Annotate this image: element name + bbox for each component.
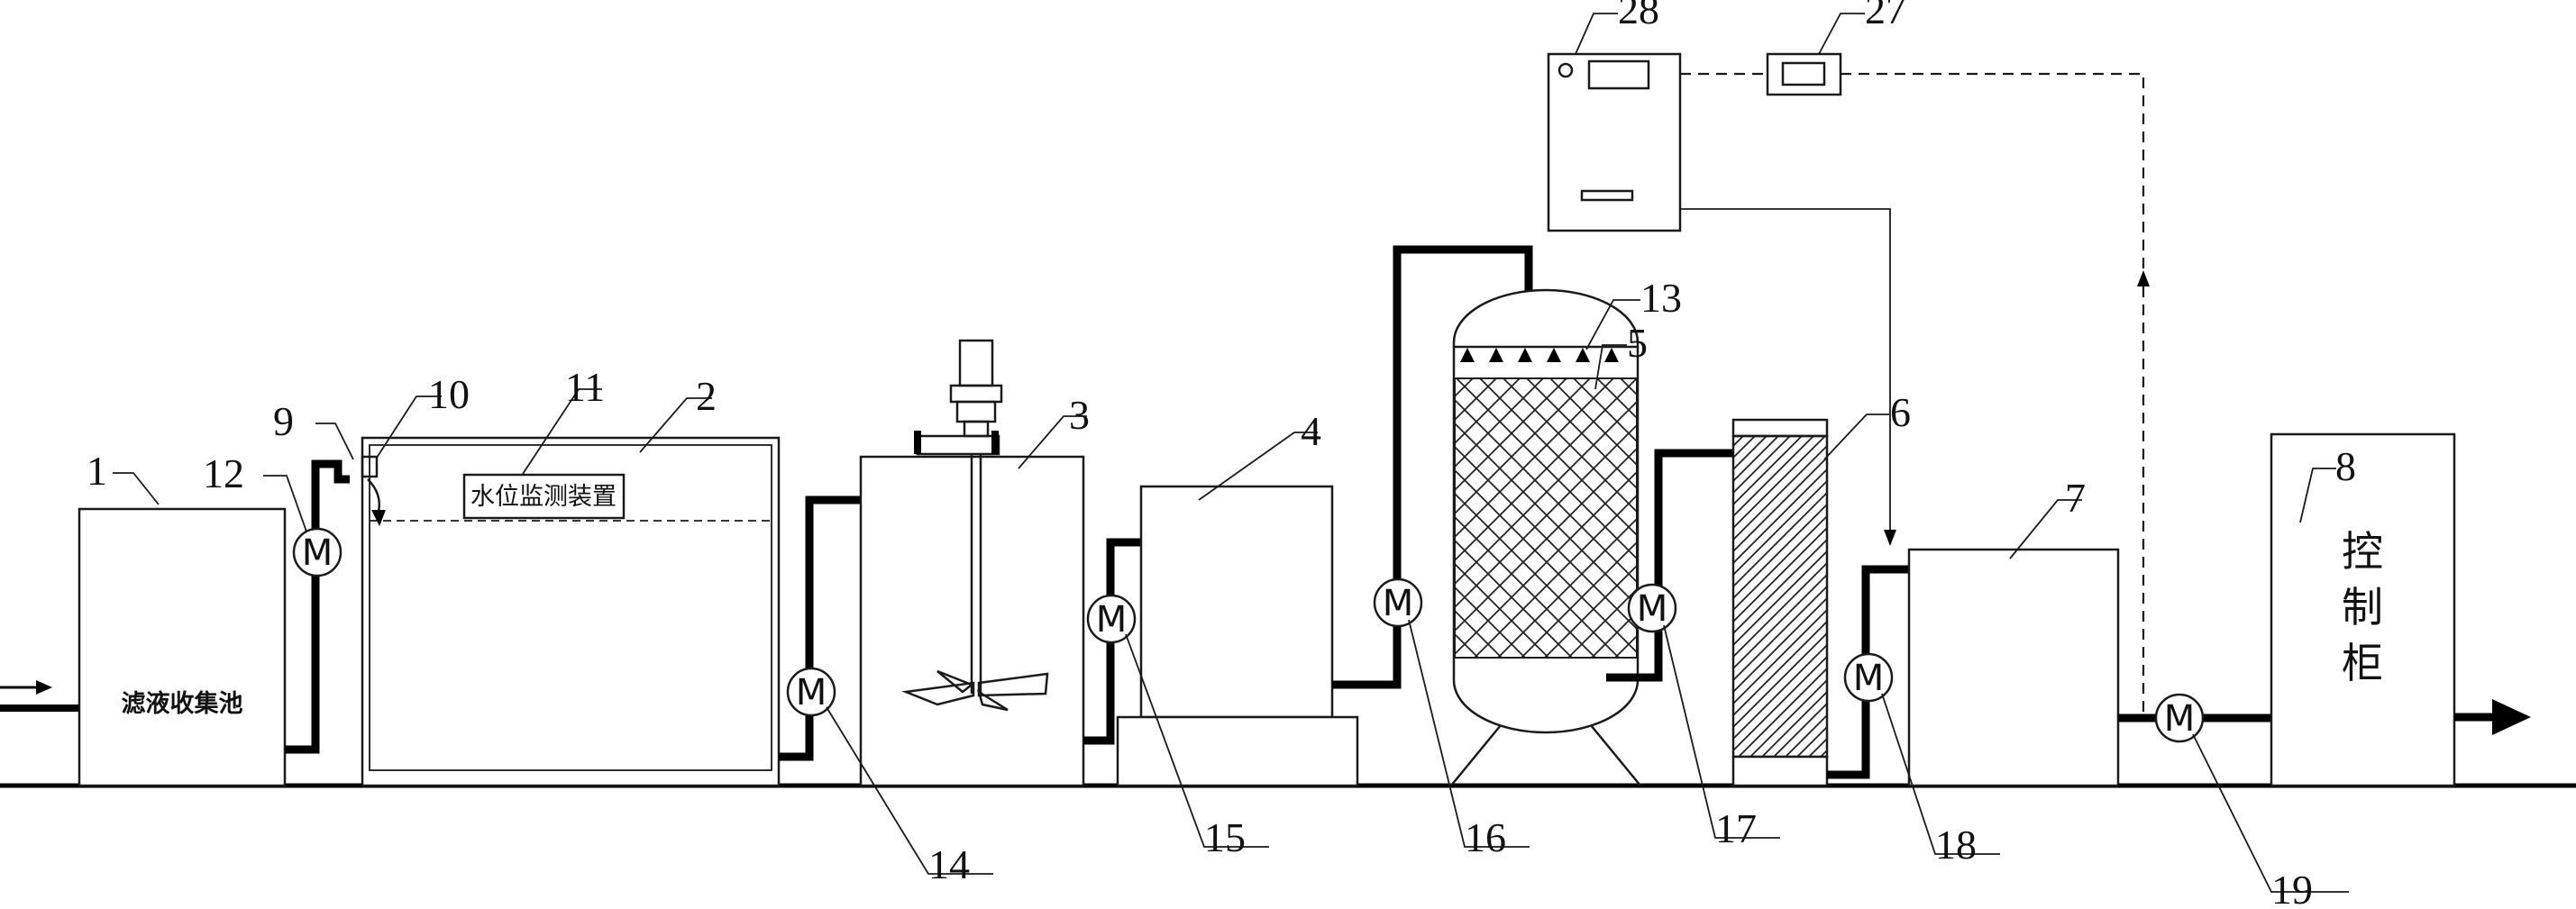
instrument-indicator [1557,62,1574,78]
level-sensor-arrowhead [371,510,386,526]
filter-column [1731,434,1829,759]
part-number-18: 18 [1935,822,1977,868]
part-number-13: 13 [1640,275,1682,321]
transmitter [1766,52,1842,96]
motor-pump-icon: M [1843,652,1894,703]
part-number-3: 3 [1069,392,1090,438]
control-cabinet-label-2: 制 [2342,583,2383,632]
pump-19-symbol: M [2164,698,2196,740]
part-number-4: 4 [1301,408,1321,454]
part-number-11: 11 [565,364,605,410]
part-number-10: 10 [428,371,470,417]
motor-pump-icon: M [2154,693,2205,743]
part-number-9: 9 [273,398,294,444]
pipe-4-5 [1332,245,1533,689]
level-sensor-arrow [367,478,380,513]
control-cabinet-label-1: 控 [2342,527,2383,576]
inlet-arrow-icon [0,680,79,712]
part-number-7: 7 [2065,475,2086,521]
instrument-display [1587,59,1650,90]
motor-pump-icon: M [1373,577,1423,628]
tank-4-base [1116,715,1359,787]
leader-lines [113,13,2349,893]
pump-18-symbol: M [1853,658,1885,699]
equalization-tank [361,436,781,787]
signal-line-instrument-to-tank7 [1680,208,1891,532]
equalization-tank-inner [369,444,772,771]
instrument-slot [1580,189,1634,202]
part-number-6: 6 [1890,389,1911,435]
tank-7 [1907,548,2120,787]
part-number-16: 16 [1465,814,1506,860]
transmitter-display [1781,61,1826,86]
stirrer-icon [901,339,1049,712]
motor-pump-icon: M [786,667,836,717]
packed-column-legs [1450,724,1641,786]
pipe-2-3 [779,495,861,761]
pump-16-symbol: M [1383,583,1414,624]
part-number-2: 2 [696,373,717,419]
pump-15-symbol: M [1096,599,1128,641]
filter-column-bottom [1731,755,1829,787]
motor-pump-icon: M [1086,594,1137,644]
part-number-8: 8 [2335,443,2356,489]
part-number-28: 28 [1618,0,1659,32]
part-number-19: 19 [2271,867,2313,909]
part-number-14: 14 [928,841,970,887]
motor-pump-icon: M [1627,583,1677,633]
pipe-1-2 [285,459,350,754]
spray-nozzle-icon [1460,348,1619,362]
pump-17-symbol: M [1637,588,1668,630]
level-sensor [361,455,379,478]
dashed-signal-arrowhead [2137,270,2150,286]
pump-12-symbol: M [302,532,333,574]
tank-4 [1139,485,1334,719]
monitoring-instrument [1547,52,1682,232]
outlet-arrow-icon [2454,699,2531,735]
filter-column-top [1731,418,1829,438]
control-cabinet [2270,432,2456,787]
part-number-27: 27 [1865,0,1906,32]
dashed-signal-line [1680,72,2145,288]
packing-media [1454,377,1638,659]
pipe-5-6 [1606,449,1733,682]
signal-arrowhead-tank7 [1884,530,1896,546]
pump-14-symbol: M [796,672,827,714]
part-number-15: 15 [1204,814,1246,860]
part-number-12: 12 [203,450,244,496]
filtrate-collection-tank [78,507,287,787]
motor-pump-icon: M [292,527,343,577]
water-level-device-box [462,473,626,520]
filtrate-tank-label: 滤液收集池 [122,689,243,718]
water-level-device-label: 水位监测装置 [470,483,617,511]
part-number-17: 17 [1715,805,1757,851]
control-cabinet-label-3: 柜 [2342,639,2383,687]
part-number-5: 5 [1627,320,1648,366]
part-number-1: 1 [87,448,107,494]
